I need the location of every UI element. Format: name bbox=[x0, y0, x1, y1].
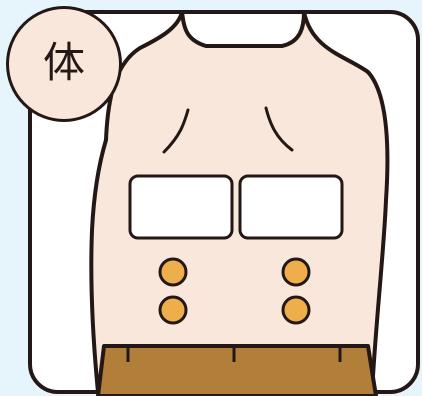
right-rectangular-patch bbox=[240, 176, 342, 238]
left-upper-dot bbox=[160, 259, 186, 285]
pants bbox=[98, 346, 376, 396]
right-lower-dot bbox=[283, 297, 309, 323]
left-lower-dot bbox=[160, 297, 186, 323]
body-badge: 体 bbox=[6, 6, 122, 122]
right-upper-dot bbox=[283, 259, 309, 285]
left-rectangular-patch bbox=[130, 176, 232, 238]
body-badge-label: 体 bbox=[43, 42, 85, 84]
